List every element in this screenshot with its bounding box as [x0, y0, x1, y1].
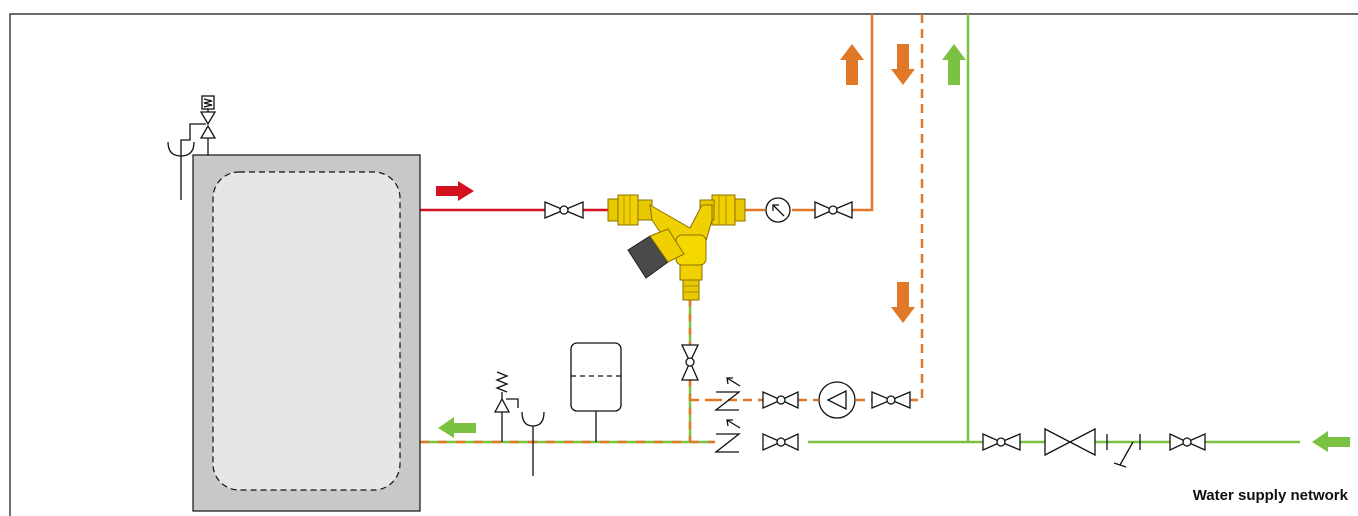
gate-valve-icon — [680, 344, 700, 381]
check-valve-icon — [714, 419, 741, 453]
flow-arrow-icon — [1312, 431, 1350, 452]
flow-arrow-icon — [942, 44, 966, 85]
gate-valve-icon — [982, 432, 1021, 452]
flow-arrow-icon — [438, 417, 476, 438]
safety-relief-valve-icon — [493, 371, 519, 442]
gate-valve-icon — [1169, 432, 1206, 452]
drain-funnel-icon — [167, 141, 195, 157]
frame-border — [9, 13, 1358, 516]
drain-funnel-icon — [521, 411, 545, 476]
check-valve-icon — [714, 377, 741, 411]
circulation-pump-icon — [818, 381, 856, 419]
mixed-water-riser — [852, 14, 874, 212]
flow-arrow-icon — [840, 44, 864, 85]
gate-valve-icon — [762, 390, 799, 410]
gate-valve-icon — [544, 201, 584, 219]
water-heater-tank-icon — [192, 154, 421, 512]
water-supply-network-label: Water supply network — [1192, 487, 1348, 504]
flow-arrow-icon — [891, 282, 915, 323]
gate-valve-icon — [762, 432, 799, 452]
recirculation-return-pipe — [910, 14, 924, 402]
gate-valve-icon — [1044, 427, 1096, 457]
thermometer-icon — [765, 197, 791, 223]
flow-arrow-icon — [891, 44, 915, 85]
gate-valve-icon — [871, 391, 911, 409]
strainer-icon — [1106, 434, 1141, 468]
gate-valve-icon — [814, 200, 853, 220]
safety-relief-valve-icon — [180, 95, 217, 200]
flow-arrow-icon — [436, 181, 474, 201]
expansion-vessel-icon — [570, 342, 622, 442]
thermostatic-mixing-valve-icon — [607, 194, 746, 301]
